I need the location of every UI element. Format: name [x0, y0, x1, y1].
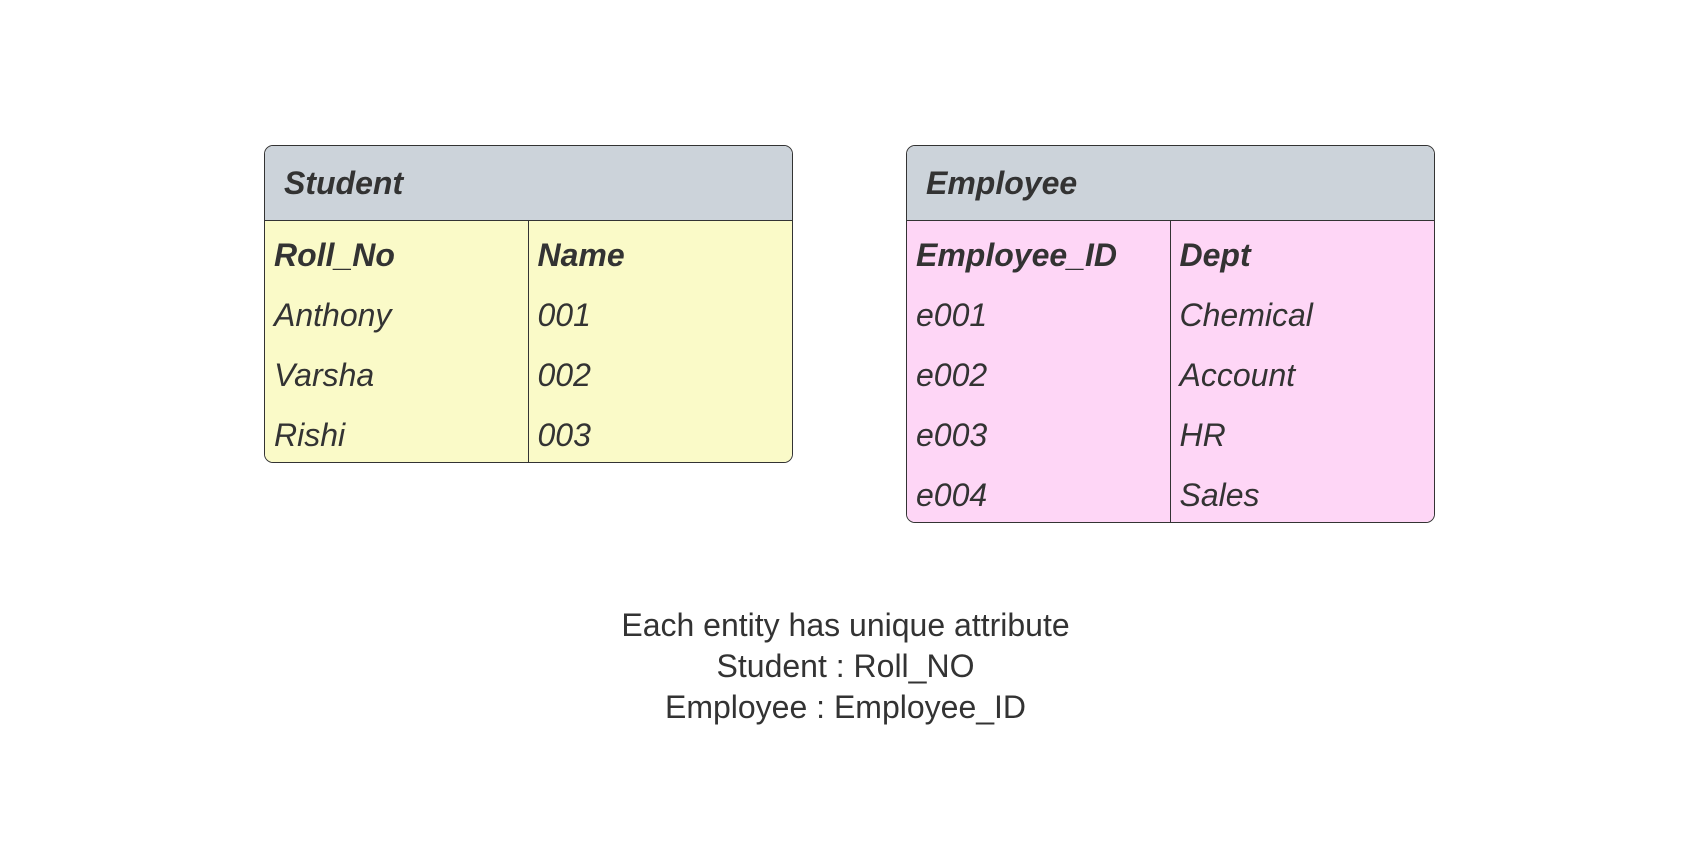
diagram-caption: Each entity has unique attribute Student… [0, 605, 1691, 728]
student-entity-title: Student [265, 146, 792, 221]
student-column-name: Name 001 002 003 [529, 221, 793, 462]
caption-line: Employee : Employee_ID [664, 689, 1027, 725]
employee-cell: e004 [916, 476, 988, 513]
employee-entity-body: Employee_ID e001 e002 e003 e004 Dept Che… [907, 221, 1434, 522]
caption-line: Each entity has unique attribute [621, 607, 1070, 643]
student-column-roll-no: Roll_No Anthony Varsha Rishi [265, 221, 529, 462]
employee-column-header-employee-id: Employee_ID [916, 236, 1117, 273]
employee-entity-table: Employee Employee_ID e001 e002 e003 e004… [906, 145, 1435, 523]
student-column-header-roll-no: Roll_No [274, 236, 395, 273]
student-cell: Varsha [274, 356, 375, 393]
student-entity-body: Roll_No Anthony Varsha Rishi Name 001 00… [265, 221, 792, 462]
employee-column-employee-id: Employee_ID e001 e002 e003 e004 [907, 221, 1171, 522]
student-column-header-name: Name [537, 236, 625, 273]
employee-entity-title: Employee [907, 146, 1434, 221]
employee-cell: e003 [916, 416, 988, 453]
employee-column-dept: Dept Chemical Account HR Sales [1171, 221, 1435, 522]
caption-line: Student : Roll_NO [716, 648, 975, 684]
employee-column-header-dept: Dept [1179, 236, 1251, 273]
student-cell: 002 [537, 356, 591, 393]
employee-cell: e002 [916, 356, 988, 393]
employee-cell: Chemical [1179, 296, 1313, 333]
student-cell: Anthony [274, 296, 392, 333]
employee-cell: HR [1179, 416, 1226, 453]
employee-cell: Account [1179, 356, 1296, 393]
student-cell: 001 [537, 296, 591, 333]
employee-cell: e001 [916, 296, 988, 333]
student-cell: Rishi [274, 416, 346, 453]
student-cell: 003 [537, 416, 591, 453]
employee-cell: Sales [1179, 476, 1260, 513]
student-entity-table: Student Roll_No Anthony Varsha Rishi Nam… [264, 145, 793, 463]
